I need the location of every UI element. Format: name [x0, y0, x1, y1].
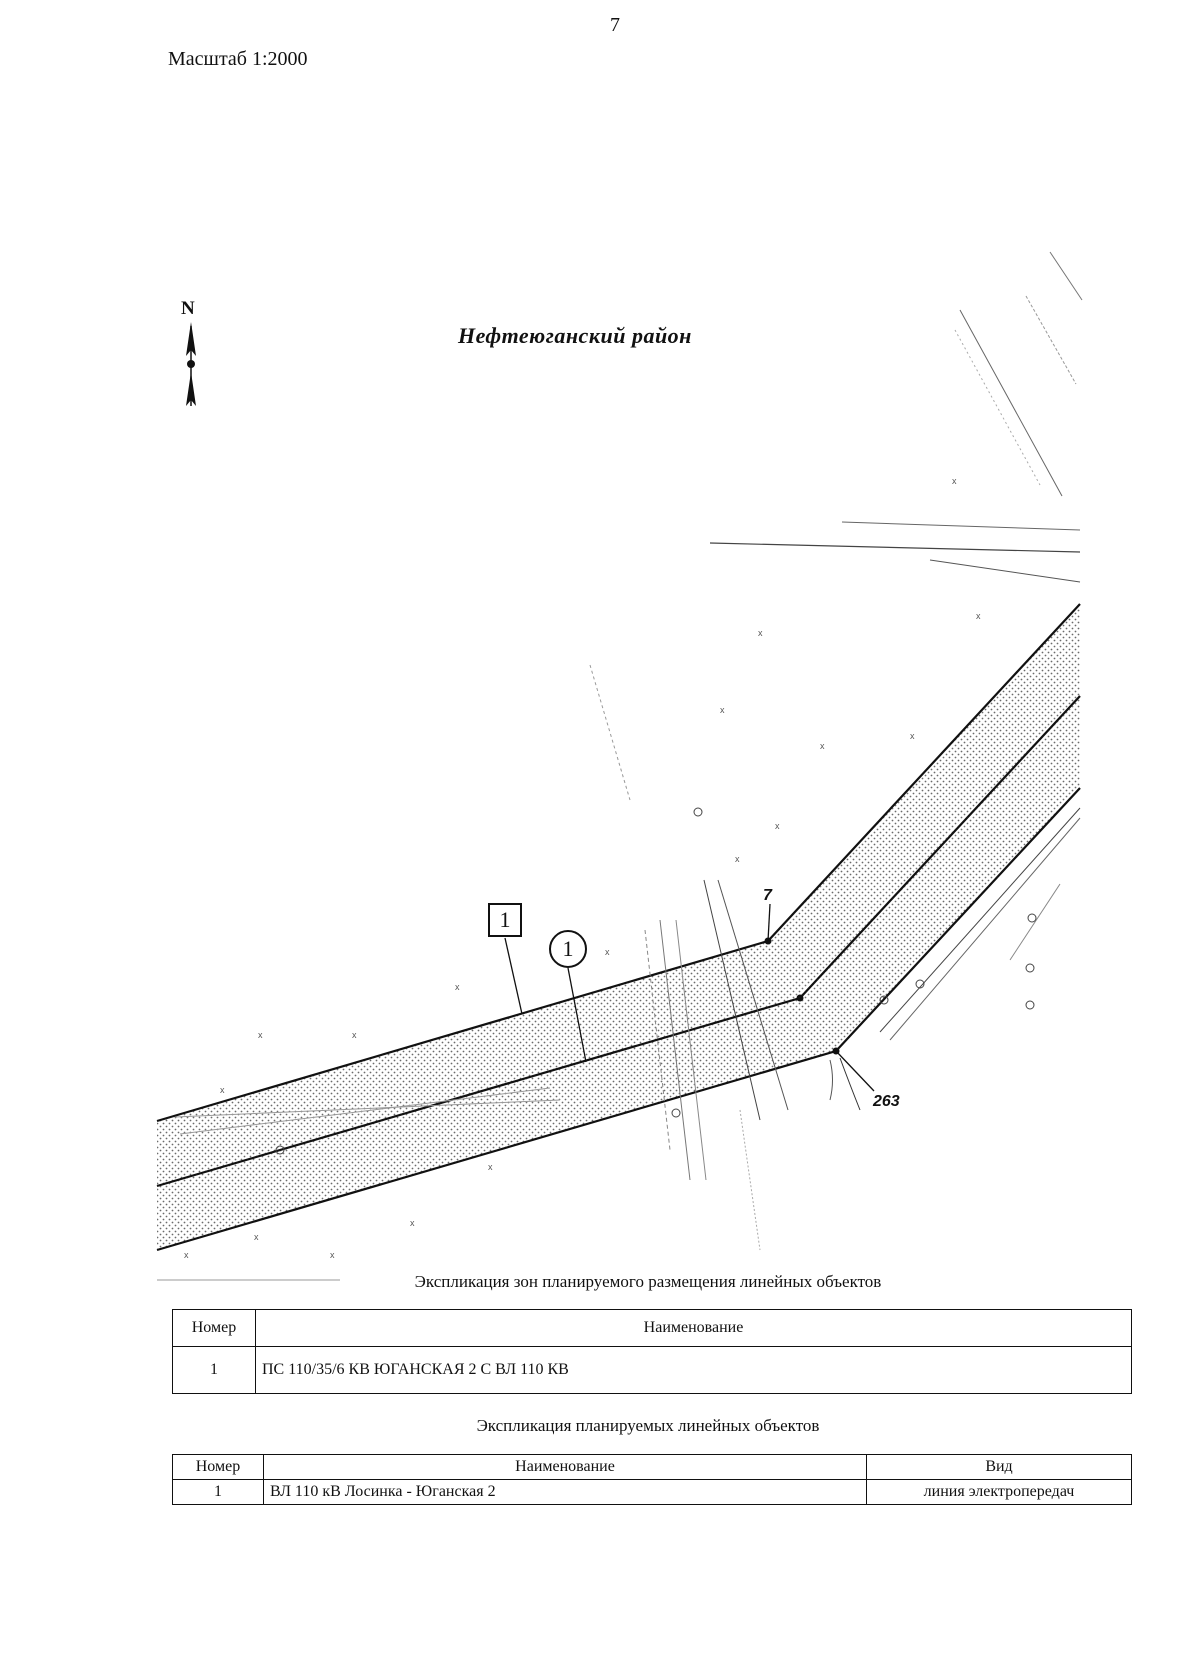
svg-text:х: х	[488, 1162, 493, 1172]
svg-text:х: х	[720, 705, 725, 715]
point-label-263: 263	[873, 1093, 900, 1110]
cell-number: 1	[172, 1346, 256, 1394]
header-number: Номер	[172, 1309, 256, 1347]
svg-text:х: х	[410, 1218, 415, 1228]
svg-text:х: х	[184, 1250, 189, 1260]
svg-text:х: х	[330, 1250, 335, 1260]
header-number: Номер	[172, 1454, 264, 1480]
cell-number: 1	[172, 1479, 264, 1505]
svg-text:х: х	[455, 982, 460, 992]
zones-table-title: Экспликация зон планируемого размещения …	[414, 1272, 882, 1291]
svg-text:х: х	[820, 741, 825, 751]
svg-text:х: х	[910, 731, 915, 741]
svg-text:х: х	[758, 628, 763, 638]
svg-text:х: х	[775, 821, 780, 831]
objects-table: Номер Наименование Вид 1 ВЛ 110 кВ Лосин…	[172, 1454, 1132, 1505]
table-header-row: Номер Наименование Вид	[172, 1454, 1132, 1480]
zones-table: Номер Наименование 1 ПС 110/35/6 КВ ЮГАН…	[172, 1309, 1132, 1394]
point-label-7: 7	[763, 887, 772, 904]
svg-text:х: х	[352, 1030, 357, 1040]
header-type: Вид	[866, 1454, 1132, 1480]
svg-text:х: х	[976, 611, 981, 621]
scale-label: Масштаб 1:2000	[168, 48, 308, 70]
planned-zone-area	[157, 604, 1080, 1250]
vertex-point-axis	[796, 994, 804, 1002]
table-row: 1 ВЛ 110 кВ Лосинка - Юганская 2 линия э…	[172, 1479, 1132, 1505]
cell-name: ПС 110/35/6 КВ ЮГАНСКАЯ 2 С ВЛ 110 КВ	[255, 1346, 1132, 1394]
svg-text:х: х	[254, 1232, 259, 1242]
svg-text:х: х	[605, 947, 610, 957]
cell-type: линия электропередач	[866, 1479, 1132, 1505]
object-marker: 1	[549, 930, 587, 968]
page-number: 7	[610, 14, 620, 36]
svg-text:х: х	[220, 1085, 225, 1095]
header-name: Наименование	[255, 1309, 1132, 1347]
cell-name: ВЛ 110 кВ Лосинка - Юганская 2	[263, 1479, 867, 1505]
table-header-row: Номер Наименование	[172, 1309, 1132, 1347]
region-label: Нефтеюганский район	[458, 323, 692, 348]
svg-text:х: х	[952, 476, 957, 486]
zone-marker: 1	[488, 903, 522, 937]
svg-text:х: х	[735, 854, 740, 864]
north-letter: N	[181, 298, 195, 319]
header-name: Наименование	[263, 1454, 867, 1480]
objects-table-title: Экспликация планируемых линейных объекто…	[476, 1416, 820, 1435]
table-row: 1 ПС 110/35/6 КВ ЮГАНСКАЯ 2 С ВЛ 110 КВ	[172, 1346, 1132, 1394]
svg-text:х: х	[258, 1030, 263, 1040]
north-arrow-icon: N	[178, 298, 204, 410]
